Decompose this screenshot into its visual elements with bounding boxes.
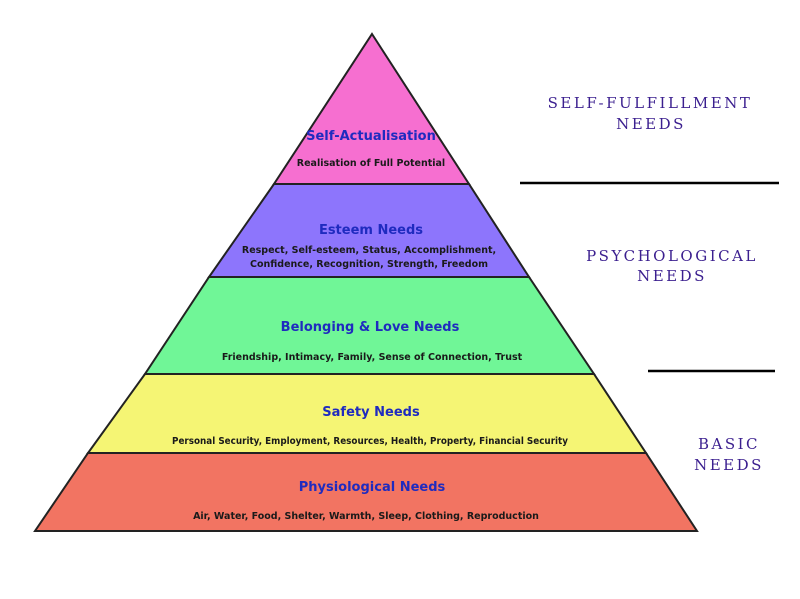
- group-label-basic-line1: BASIC: [698, 435, 760, 453]
- group-label-psychological-line1: PSYCHOLOGICAL: [586, 247, 758, 265]
- tier-title-safety-needs: Safety Needs: [322, 405, 420, 420]
- tier-title-belonging-love-needs: Belonging & Love Needs: [281, 320, 460, 335]
- group-label-basic-line2: NEEDS: [694, 456, 764, 474]
- tier-title-esteem-needs: Esteem Needs: [319, 223, 423, 238]
- group-label-self-fulfillment-line2: NEEDS: [616, 115, 686, 133]
- group-label-psychological-line2: NEEDS: [637, 267, 707, 285]
- tier-physiological-needs: [33, 452, 699, 532]
- tier-desc-physiological-needs: Air, Water, Food, Shelter, Warmth, Sleep…: [193, 511, 539, 522]
- need-groups: SELF-FULFILLMENT NEEDS PSYCHOLOGICAL NEE…: [520, 94, 779, 474]
- tier-desc-esteem-needs-line1: Respect, Self-esteem, Status, Accomplish…: [242, 245, 496, 256]
- tier-desc-self-actualisation: Realisation of Full Potential: [297, 158, 445, 169]
- tier-title-physiological-needs: Physiological Needs: [299, 480, 446, 495]
- pyramid: [33, 32, 699, 532]
- tier-labels: Self-Actualisation Realisation of Full P…: [172, 129, 569, 522]
- tier-desc-safety-needs: Personal Security, Employment, Resources…: [172, 436, 569, 447]
- group-label-self-fulfillment-line1: SELF-FULFILLMENT: [548, 94, 753, 112]
- tier-desc-belonging-love-needs: Friendship, Intimacy, Family, Sense of C…: [222, 352, 523, 363]
- tier-title-self-actualisation: Self-Actualisation: [306, 129, 436, 144]
- tier-desc-esteem-needs-line2: Confidence, Recognition, Strength, Freed…: [250, 259, 488, 270]
